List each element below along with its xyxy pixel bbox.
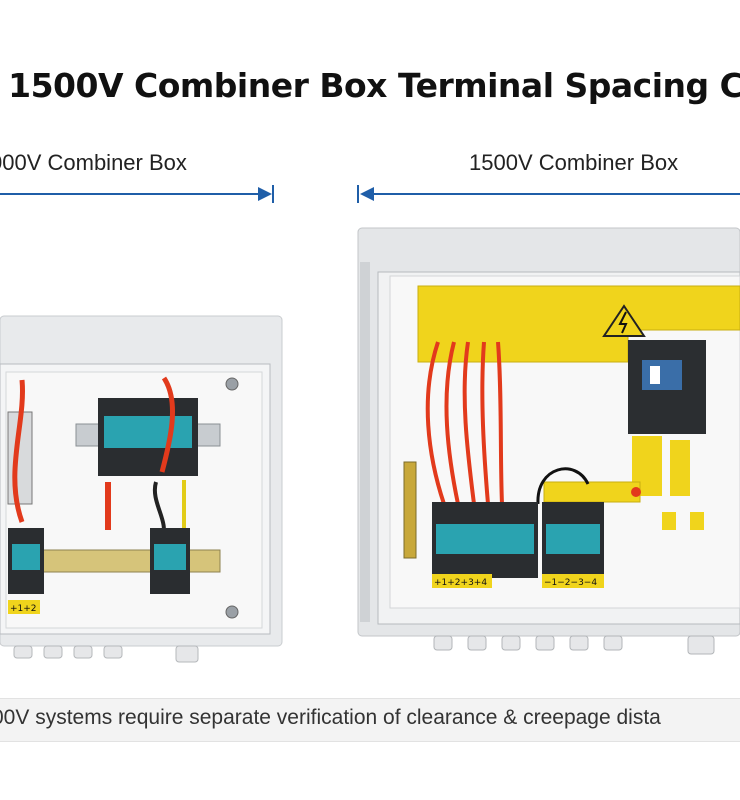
left-dimension-line [0,193,266,195]
footer-band [0,698,740,742]
left-terminal-label: +1+2 [10,604,37,614]
right-terminal-label-positive: +1+2+3+4 [434,578,487,588]
page-title: s 1500V Combiner Box Terminal Spacing C [0,66,740,105]
left-combiner-box-photo: +1+2 [0,315,283,663]
right-terminal-label-negative: −1−2−3−4 [544,578,597,588]
right-dimension-line [362,193,740,195]
left-dimension-arrowhead [258,187,272,201]
left-dimension-tick [272,185,274,203]
right-dimension-tick [357,185,359,203]
footer-note: 00V systems require separate verificatio… [0,706,661,729]
right-box-label: 1500V Combiner Box [469,150,679,175]
left-box-label: 000V Combiner Box [0,150,187,175]
right-combiner-box-photo: +1+2+3+4 −1−2−3−4 [357,227,740,655]
high-voltage-warning-icon [602,304,646,337]
